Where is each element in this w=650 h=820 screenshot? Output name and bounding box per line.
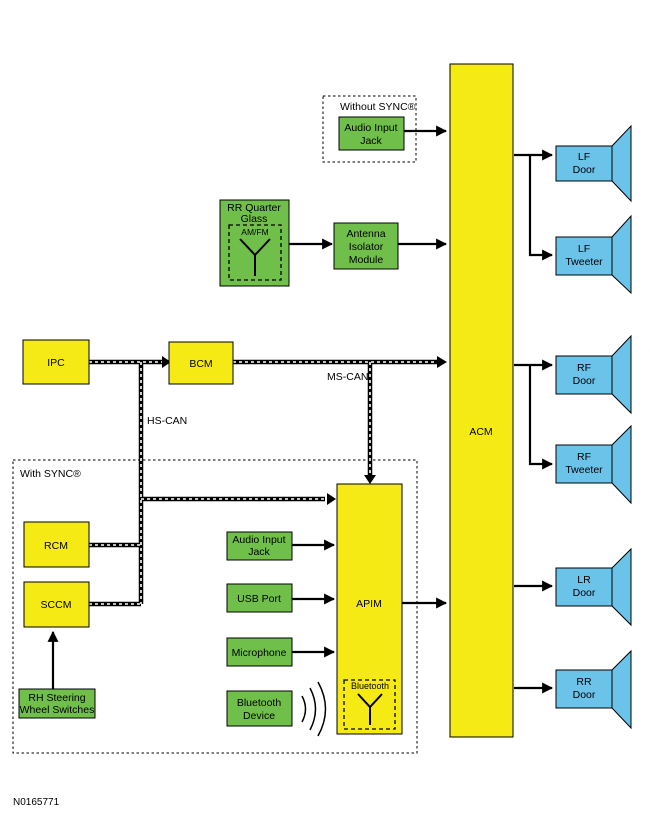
acm-module [449, 63, 514, 738]
with-sync-label: With SYNC® [20, 468, 81, 480]
am-fm-antenna-icon [239, 238, 271, 276]
rh-steering-line2: Wheel Switches [20, 704, 95, 716]
acm-label: ACM [469, 426, 492, 438]
microphone [226, 637, 293, 667]
speaker-lf-tweeter: LF Tweeter [555, 214, 632, 295]
audio-input-jack-sync-line2: Jack [248, 546, 270, 558]
rr-quarter-glass-line2: Glass [241, 213, 268, 225]
without-sync-label: Without SYNC® [340, 101, 416, 113]
rf-tweeter-line2: Tweeter [565, 464, 603, 476]
audio-input-jack-top-line1: Audio Input [344, 122, 397, 134]
usb-port-label: USB Port [237, 593, 281, 605]
lf-door-line1: LF [578, 151, 590, 163]
rh-steering-wheel-switches [18, 688, 96, 719]
hs-can-bus [89, 356, 336, 607]
hs-can-label: HS-CAN [147, 415, 187, 427]
ms-can-label: MS-CAN [327, 371, 368, 383]
speaker-rf-door: RF Door [555, 334, 632, 415]
with-sync-frame [12, 459, 418, 754]
lr-door-line2: Door [573, 587, 596, 599]
rr-door-line1: RR [576, 676, 592, 688]
wireless-signal-icon [301, 681, 327, 737]
lr-door-line1: LR [577, 574, 591, 586]
rr-quarter-glass-line1: RR Quarter [227, 202, 281, 214]
audio-input-jack-sync [226, 531, 293, 561]
rr-door-line2: Door [573, 689, 596, 701]
audio-input-jack-top-line2: Jack [360, 135, 382, 147]
rcm-label: RCM [44, 540, 68, 552]
bluetooth-antenna-icon [357, 693, 383, 725]
ipc-label: IPC [47, 357, 65, 369]
antenna-isolator-module [333, 222, 399, 270]
antenna-isolator-line1: Antenna [346, 228, 385, 240]
ipc-module [22, 339, 90, 385]
rf-tweeter-line1: RF [577, 451, 591, 463]
bluetooth-antenna-frame [343, 679, 396, 730]
ms-can-bus [233, 356, 447, 484]
apim-label: APIM [356, 598, 382, 610]
am-fm-antenna-frame [228, 224, 282, 281]
speaker-rf-tweeter: RF Tweeter [555, 424, 632, 505]
bluetooth-antenna-label: Bluetooth [351, 681, 389, 691]
bluetooth-device [226, 690, 293, 727]
sccm-module [23, 581, 90, 628]
audio-input-jack-sync-line1: Audio Input [232, 534, 285, 546]
bcm-module [168, 341, 234, 385]
microphone-label: Microphone [232, 647, 287, 659]
rf-door-line1: RF [577, 362, 591, 374]
bcm-label: BCM [189, 358, 212, 370]
antenna-isolator-line3: Module [349, 254, 384, 266]
sccm-label: SCCM [41, 599, 72, 611]
bluetooth-device-line1: Bluetooth [237, 697, 282, 709]
usb-port [226, 583, 293, 613]
speaker-lf-door: LF Door [555, 124, 632, 203]
speaker-rr-door: RR Door [555, 649, 632, 730]
rh-steering-line1: RH Steering [28, 692, 85, 704]
rf-door-line2: Door [573, 375, 596, 387]
without-sync-frame [322, 95, 417, 163]
speaker-lr-door: LR Door [555, 547, 632, 627]
bluetooth-device-line2: Device [243, 710, 275, 722]
figure-id: N0165771 [13, 797, 60, 808]
audio-input-jack-top [338, 116, 405, 151]
am-fm-label: AM/FM [241, 227, 268, 237]
antenna-isolator-line2: Isolator [349, 241, 384, 253]
lf-tweeter-line2: Tweeter [565, 256, 603, 268]
audio-wires [47, 125, 554, 694]
rcm-module [23, 521, 90, 568]
lf-tweeter-line1: LF [578, 243, 590, 255]
apim-module [336, 483, 403, 735]
lf-door-line2: Door [573, 164, 596, 176]
